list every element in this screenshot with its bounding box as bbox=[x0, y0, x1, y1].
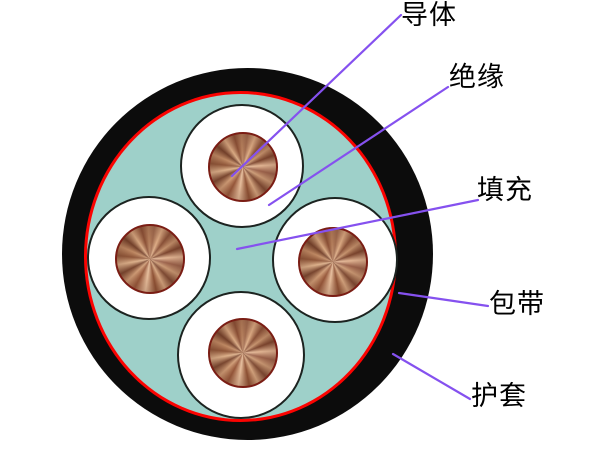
conductor-core-bottom bbox=[208, 318, 278, 388]
label-sheath: 护套 bbox=[471, 381, 527, 412]
conductor-core-right bbox=[298, 227, 368, 297]
label-insulation: 绝缘 bbox=[449, 62, 505, 93]
conductor-core-left bbox=[115, 224, 185, 294]
conductor-core-top bbox=[208, 132, 278, 202]
label-conductor: 导体 bbox=[401, 0, 457, 31]
leader-line-sheath bbox=[391, 352, 472, 401]
label-filling: 填充 bbox=[477, 175, 533, 206]
label-tape: 包带 bbox=[489, 289, 545, 320]
